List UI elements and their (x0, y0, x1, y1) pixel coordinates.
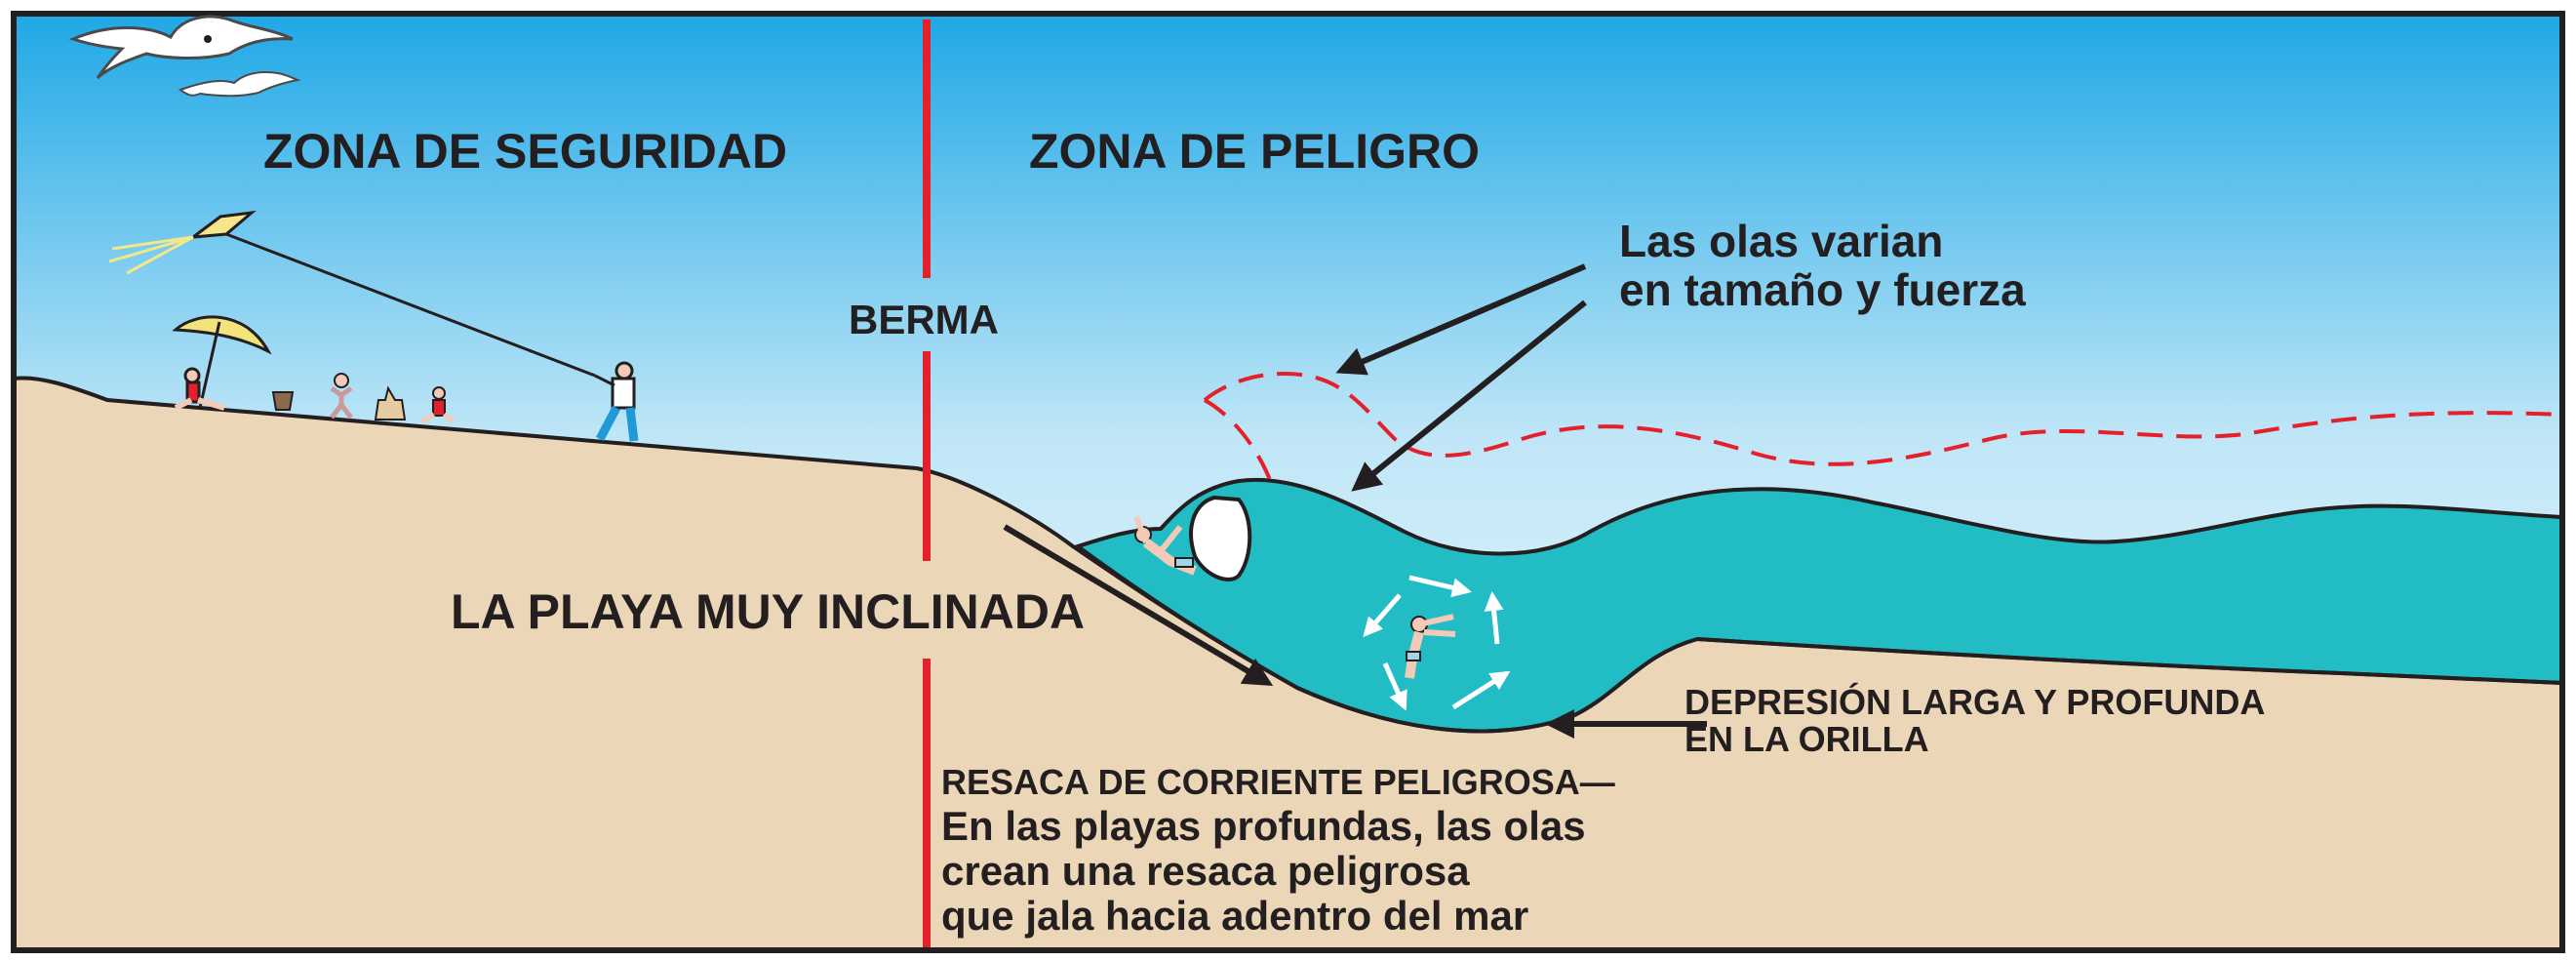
arrow-along-slope (1003, 524, 1274, 687)
larger-wave-outline (1203, 372, 2563, 466)
beach-umbrella-icon (172, 315, 272, 409)
steep-beach-label: LA PLAYA MUY INCLINADA (451, 584, 1086, 639)
swimmer-icon (1133, 515, 1197, 576)
frame (11, 11, 2565, 953)
larger-wave-front (1204, 398, 1275, 489)
rip-current-heading: RESACA DE CORRIENTE PELIGROSA— (941, 762, 1615, 802)
sandcastle (374, 385, 407, 420)
beach-profile-line (13, 376, 2563, 734)
danger-zone-label: ZONA DE PELIGRO (1029, 124, 1481, 179)
kite-flyer-figure (594, 361, 639, 442)
rip-current-line1: En las playas profundas, las olas (941, 803, 1586, 849)
berm-label: BERMA (849, 297, 999, 342)
sitting-child-figure (419, 386, 456, 424)
seagull-small-icon (178, 71, 301, 98)
arrow-to-larger-wave (1335, 263, 1587, 376)
sunbather-figure (174, 367, 225, 411)
rip-current-line2: crean una resaca peligrosa (941, 848, 1470, 894)
safe-zone-label: ZONA DE SEGURIDAD (263, 124, 788, 179)
waves-vary-label-line1: Las olas varian (1619, 216, 1944, 266)
depression-label-line1: DEPRESIÓN LARGA Y PROFUNDA (1684, 682, 2266, 722)
arrow-to-wave-crest (1351, 300, 1587, 492)
seagull-icon (68, 15, 294, 80)
sand (14, 378, 2562, 950)
kite-icon (108, 210, 596, 378)
sand-bucket (271, 391, 295, 411)
rip-current-line3: que jala hacia adentro del mar (941, 893, 1529, 939)
waves-vary-label-line2: en tamaño y fuerza (1619, 264, 2026, 315)
rip-current-arrows-icon (1363, 575, 1511, 711)
child-figure (330, 373, 353, 420)
depression-label-line2: EN LA ORILLA (1684, 719, 1929, 759)
caught-swimmer-icon (1405, 614, 1456, 679)
breaking-wave (1189, 495, 1252, 581)
